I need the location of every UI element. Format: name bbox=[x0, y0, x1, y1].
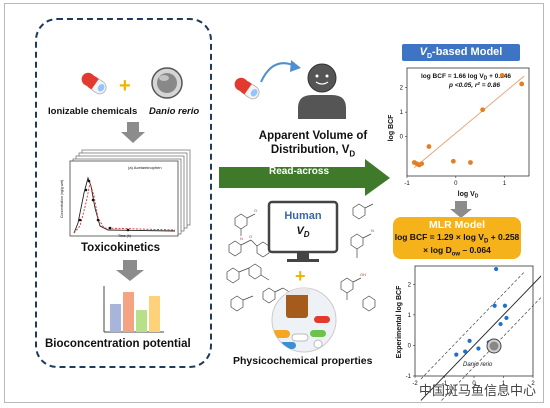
vd-ylabel: log BCF bbox=[388, 114, 395, 142]
exp-data-point bbox=[504, 315, 509, 321]
exp-ytick-label: -1 bbox=[406, 374, 412, 380]
svg-text:OH: OH bbox=[360, 272, 366, 277]
monitor-icon bbox=[267, 200, 339, 262]
exp-data-point bbox=[467, 338, 472, 343]
vd-xtick-label: 0 bbox=[454, 181, 458, 187]
mlr-equation-line2: × log Dow – 0.064 bbox=[423, 244, 491, 258]
capsule-icon bbox=[81, 72, 107, 95]
vd-model-chart: log BCF = 1.66 log VD + 0.146 p <0.05, r… bbox=[388, 67, 530, 200]
exp-ytick-label: 0 bbox=[408, 343, 412, 349]
vd-plot-area bbox=[406, 67, 530, 177]
exp-data-point bbox=[498, 321, 503, 327]
exp-ytick-label: 2 bbox=[408, 282, 412, 288]
exp-data-point bbox=[463, 349, 468, 354]
exp-plot-area bbox=[414, 265, 534, 377]
human-label-line2: VD bbox=[296, 225, 310, 240]
vd-stats: p <0.05, r2 = 0.86 bbox=[448, 81, 500, 89]
plus-icon: + bbox=[295, 266, 306, 286]
read-across-arrow bbox=[219, 159, 390, 196]
ionizable-label: Ionizable chemicals bbox=[48, 106, 138, 117]
vd-data-point bbox=[519, 81, 525, 87]
vd-xtick-label: -1 bbox=[404, 181, 410, 187]
exp-data-point bbox=[492, 303, 497, 308]
molecule-structures: O N O OH N bbox=[226, 203, 376, 312]
vd-data-point bbox=[450, 158, 456, 164]
exp-data-point bbox=[454, 352, 459, 357]
left-dashed-panel bbox=[35, 18, 212, 368]
read-across-label: Read-across bbox=[269, 166, 330, 177]
vd-equation: log BCF = 1.66 log VD + 0.146 bbox=[421, 73, 511, 82]
vd-ytick-label: 2 bbox=[400, 86, 404, 92]
physchem-label: Physicochemical properties bbox=[233, 355, 373, 367]
svg-text:O: O bbox=[249, 234, 252, 239]
plus-icon: + bbox=[119, 75, 131, 97]
exp-annotation: Danio rerio bbox=[463, 362, 493, 368]
exp-xtick-label: 2 bbox=[531, 381, 535, 387]
exp-xtick-label: 1 bbox=[502, 381, 506, 387]
vd-fit-line bbox=[414, 75, 525, 169]
bcp-label: Bioconcentration potential bbox=[45, 338, 191, 350]
watermark: 中国斑马鱼信息中心 bbox=[419, 383, 537, 398]
exp-data-point bbox=[502, 303, 508, 308]
down-arrow bbox=[450, 201, 472, 218]
vd-ytick-label: 0 bbox=[400, 135, 404, 141]
vd-xtick-label: 1 bbox=[503, 181, 507, 187]
person-icon bbox=[298, 63, 346, 119]
down-arrow bbox=[116, 260, 144, 281]
toxicokinetics-label: Toxicokinetics bbox=[81, 242, 161, 254]
pills-image bbox=[271, 287, 337, 353]
danio-label: Danio rerio bbox=[149, 106, 200, 117]
mlr-title: MLR Model bbox=[429, 219, 485, 231]
exp-ytick-label: 1 bbox=[408, 313, 412, 319]
vd-xlabel: log VD bbox=[458, 191, 479, 200]
bar-chart-icon bbox=[103, 286, 164, 333]
vd-data-point bbox=[419, 161, 425, 167]
chart-ylabel: Concentration (ng/g wet) bbox=[60, 180, 64, 218]
exp-identity-line bbox=[420, 275, 541, 401]
exp-xtick-label: -1 bbox=[442, 381, 448, 387]
chart-annotation: (a) Acetaminophen bbox=[128, 165, 162, 170]
vd-data-point bbox=[468, 160, 473, 165]
exp-xtick-label: -2 bbox=[412, 381, 418, 387]
vd-model-title: VD-based Model bbox=[402, 44, 520, 61]
exp-ylabel: Experimental log BCF bbox=[396, 285, 403, 358]
figure-frame: + Ionizable chemicals Danio rerio (a) Ac… bbox=[4, 3, 544, 403]
zebrafish-embryo-icon bbox=[151, 67, 183, 99]
exp-xtick-label: 0 bbox=[472, 381, 476, 387]
svg-text:N: N bbox=[371, 228, 374, 233]
exp-data-point bbox=[476, 346, 481, 351]
exp-data-point bbox=[494, 266, 499, 272]
curved-arrow-icon bbox=[260, 60, 301, 83]
vd-ytick-label: 1 bbox=[400, 110, 404, 116]
zebrafish-embryo-icon bbox=[486, 338, 502, 354]
chart-xlabel: Time (h) bbox=[118, 234, 131, 238]
capsule-icon bbox=[234, 77, 260, 100]
toxicokinetics-chart-stack: (a) Acetaminophen Time (h) Concentration… bbox=[60, 149, 191, 238]
mlr-equation-line1: log BCF = 1.29 × log VD + 0.258 bbox=[394, 232, 520, 245]
svg-text:O: O bbox=[254, 208, 257, 213]
apparent-volume-line1: Apparent Volume of bbox=[258, 130, 368, 142]
svg-text:N: N bbox=[240, 236, 243, 241]
down-arrow bbox=[121, 122, 145, 143]
mlr-model-box: MLR Model log BCF = 1.29 × log VD + 0.25… bbox=[393, 217, 521, 259]
vd-data-point bbox=[426, 144, 432, 149]
human-label-line1: Human bbox=[284, 210, 322, 222]
vd-data-point bbox=[499, 72, 505, 78]
vd-data-point bbox=[480, 107, 486, 113]
apparent-volume-line2: Distribution, VD bbox=[270, 144, 356, 159]
